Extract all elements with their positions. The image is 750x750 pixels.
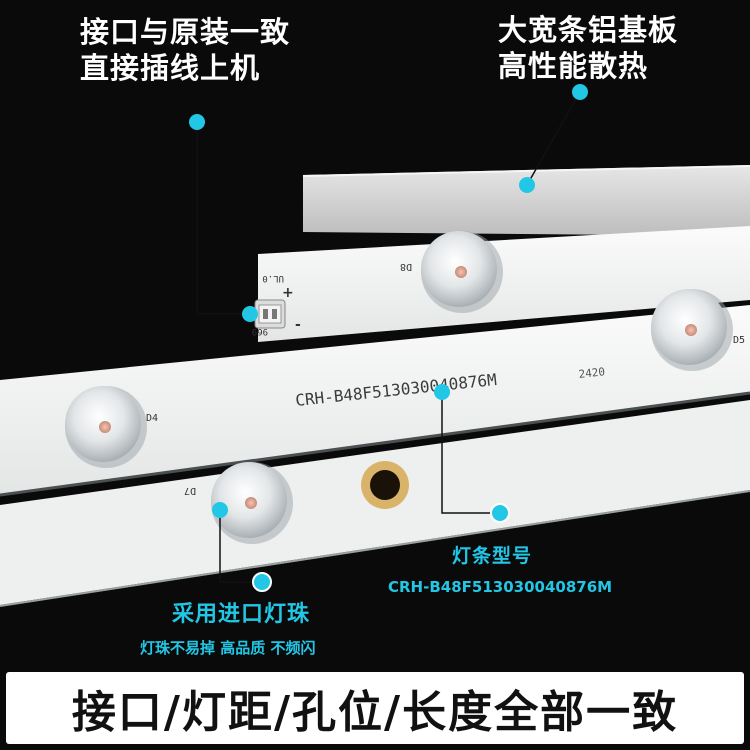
lens-label-d8: D8 <box>400 261 412 272</box>
bottom-banner: 接口/灯距/孔位/长度全部一致 <box>6 672 744 744</box>
interface-caption-line1: 接口与原装一致 <box>80 15 291 49</box>
lens-label-d4: D4 <box>146 413 158 424</box>
bottom-banner-text: 接口/灯距/孔位/长度全部一致 <box>71 687 679 738</box>
strip-plus-sign: + <box>282 285 294 301</box>
led-lens-d8 <box>421 231 503 313</box>
strip-board-code: 969 <box>252 326 268 336</box>
led-strip-upper <box>258 226 750 342</box>
lens-label-d7: D7 <box>184 485 196 496</box>
callout-led <box>219 510 262 583</box>
led-strip-middle <box>0 305 750 495</box>
callout-model <box>441 392 500 514</box>
aluminum-strip-edge <box>302 165 750 177</box>
strip-board-version: UL.0 <box>262 273 284 283</box>
strip-connector <box>254 299 286 329</box>
callout-dot-interface-end <box>242 306 258 322</box>
led-lens-d4 <box>65 386 147 468</box>
interface-caption-line2: 直接插线上机 <box>80 51 261 85</box>
aluminum-strip <box>303 165 750 236</box>
led-caption-title: 采用进口灯珠 <box>172 602 311 627</box>
model-caption-code: CRH-B48F513030040876M <box>388 578 613 596</box>
callout-dot-model-start <box>434 384 450 400</box>
callout-dot-model-end <box>490 503 510 523</box>
strip-minus-sign: - <box>295 317 301 333</box>
aluminum-caption: 大宽条铝基板 高性能散热 <box>498 12 678 84</box>
lens-label-d5: D5 <box>733 335 745 346</box>
callout-dot-led-start <box>212 502 228 518</box>
led-caption-subtitle: 灯珠不易掉 高品质 不频闪 <box>140 639 316 657</box>
model-caption-title: 灯条型号 <box>452 545 533 567</box>
callout-interface <box>196 122 250 315</box>
callout-dot-aluminum-end <box>519 177 535 193</box>
interface-caption: 接口与原装一致 直接插线上机 <box>80 14 290 86</box>
strip-batch-code: 2420 <box>578 365 606 381</box>
callout-dot-led-end <box>252 572 272 592</box>
callout-aluminum <box>526 91 581 186</box>
callout-dot-interface-top <box>189 114 205 130</box>
strip-shadow-line <box>0 391 750 497</box>
mounting-hole <box>361 461 409 509</box>
strip-bottom-edge <box>0 490 750 607</box>
led-lens-d7 <box>211 462 293 544</box>
led-lens-d5 <box>651 289 733 371</box>
aluminum-caption-line2: 高性能散热 <box>498 49 649 83</box>
callout-dot-aluminum-top <box>572 84 588 100</box>
aluminum-caption-line1: 大宽条铝基板 <box>498 13 679 47</box>
